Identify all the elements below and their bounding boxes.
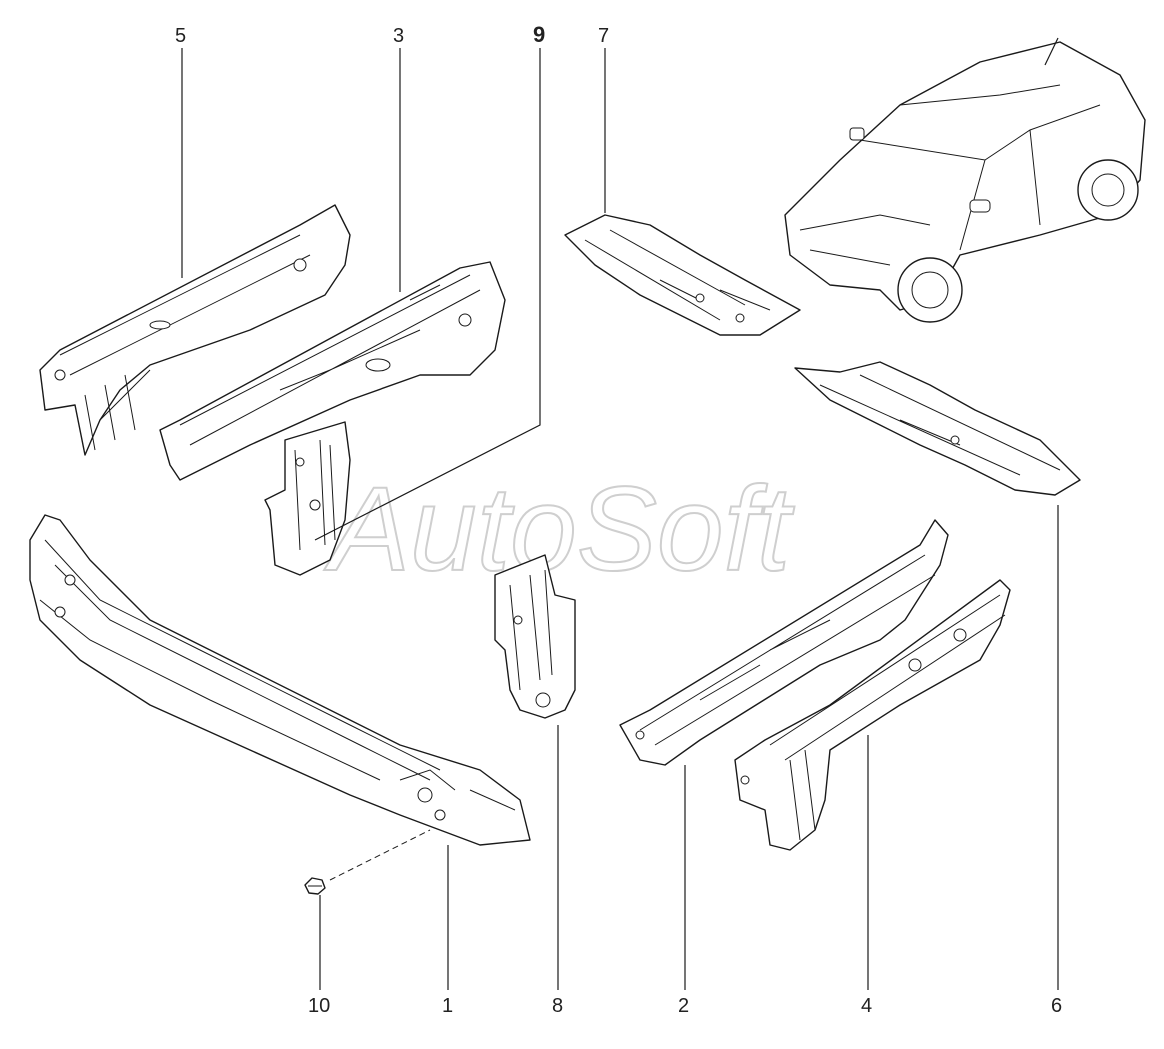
callout-6: 6 bbox=[1051, 995, 1062, 1017]
callout-9: 9 bbox=[533, 22, 545, 47]
callout-7: 7 bbox=[598, 25, 609, 47]
callout-5: 5 bbox=[175, 25, 186, 47]
callout-3: 3 bbox=[393, 25, 404, 47]
part-1-cross-member[interactable] bbox=[29, 514, 531, 846]
callout-10: 10 bbox=[308, 995, 330, 1017]
leader-lines bbox=[181, 37, 1059, 990]
part-7-reinforcement[interactable] bbox=[564, 214, 801, 336]
part-6-reinforcement[interactable] bbox=[794, 361, 1081, 496]
part-3-side-rail[interactable] bbox=[159, 261, 506, 481]
callout-1: 1 bbox=[442, 995, 453, 1017]
part-5-side-member[interactable] bbox=[39, 204, 351, 456]
bolt-install-line bbox=[329, 829, 431, 881]
watermark-text: AutoSoft bbox=[324, 462, 795, 596]
part-4-side-member[interactable] bbox=[734, 579, 1011, 851]
callout-2: 2 bbox=[678, 995, 689, 1017]
part-2-side-rail[interactable] bbox=[619, 519, 949, 766]
part-8-bracket[interactable] bbox=[494, 554, 576, 719]
callout-4: 4 bbox=[861, 995, 872, 1017]
part-10-bolt[interactable] bbox=[304, 877, 326, 895]
part-9-bracket[interactable] bbox=[264, 421, 351, 576]
vehicle-overview-illustration bbox=[784, 41, 1146, 323]
callout-8: 8 bbox=[552, 995, 563, 1017]
